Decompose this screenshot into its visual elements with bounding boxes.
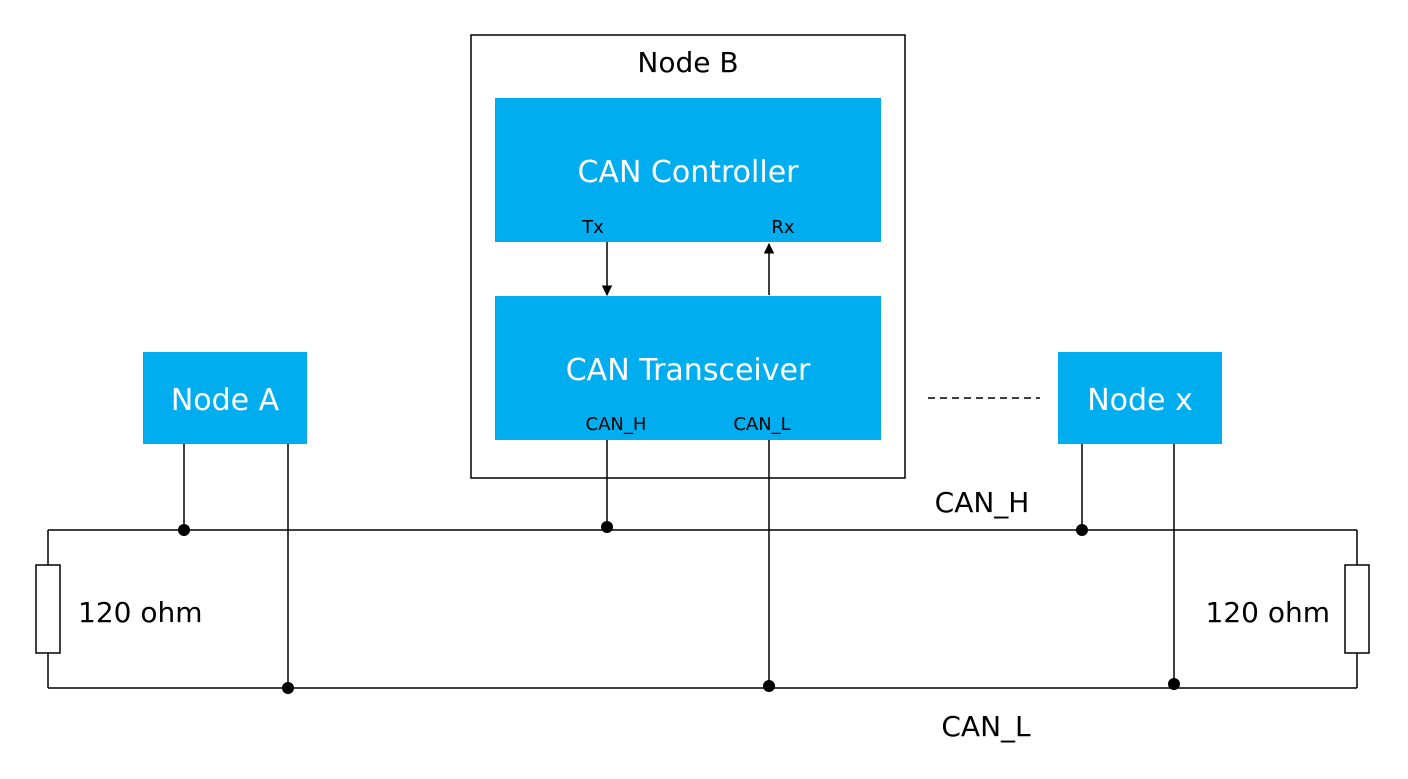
node-x-block bbox=[1058, 352, 1222, 444]
bus-can-l-label: CAN_L bbox=[941, 710, 1031, 743]
node-x-can-l-junction bbox=[1168, 678, 1180, 690]
transceiver-can-l-label: CAN_L bbox=[733, 414, 790, 435]
node-a-can-h-junction bbox=[178, 524, 190, 536]
node-b-can-h-junction bbox=[601, 521, 613, 533]
node-b-title: Node B bbox=[637, 46, 738, 79]
tx-pin-label: Tx bbox=[581, 217, 604, 238]
node-a-block bbox=[143, 352, 307, 444]
node-b-can-l-junction bbox=[763, 680, 775, 692]
bus-can-h-label: CAN_H bbox=[935, 486, 1030, 519]
left-resistor-label: 120 ohm bbox=[78, 596, 203, 629]
left-resistor bbox=[35, 564, 61, 654]
node-b-frame bbox=[470, 34, 906, 479]
right-resistor-label: 120 ohm bbox=[1206, 596, 1331, 629]
can-transceiver-label: CAN Transceiver bbox=[566, 353, 811, 388]
node-x-label: Node x bbox=[1087, 383, 1193, 418]
can-controller-block bbox=[495, 98, 881, 242]
node-a-can-l-junction bbox=[282, 682, 294, 694]
can-controller-label: CAN Controller bbox=[577, 155, 799, 190]
node-x-can-h-junction bbox=[1076, 524, 1088, 536]
node-a-label: Node A bbox=[171, 383, 280, 418]
rx-pin-label: Rx bbox=[771, 217, 795, 238]
transceiver-can-h-label: CAN_H bbox=[586, 414, 647, 435]
right-resistor bbox=[1344, 564, 1370, 654]
can-transceiver-block bbox=[495, 296, 881, 440]
